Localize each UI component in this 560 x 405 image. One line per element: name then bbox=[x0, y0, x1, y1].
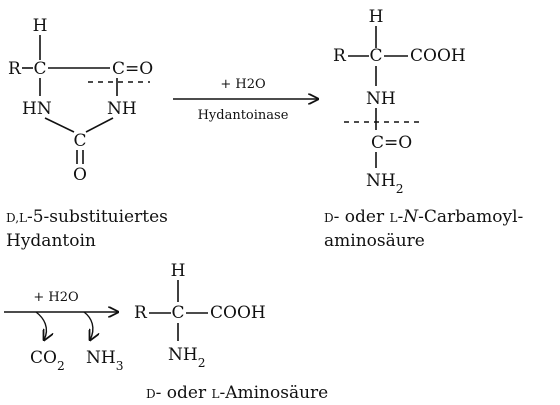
hydantoin-n-c-bond-left bbox=[44, 117, 75, 133]
carbamoyl-caption-l: L bbox=[389, 211, 397, 225]
co2-product: CO2 bbox=[30, 348, 65, 373]
carbamoyl-caption-n: N bbox=[402, 207, 419, 227]
nh3-product: NH3 bbox=[86, 348, 124, 373]
hydantoin-hn-left: HN bbox=[22, 99, 52, 119]
hydrolysis-step: + H2O CO2 NH3 bbox=[4, 290, 124, 373]
step2-reagent: + H2O bbox=[33, 290, 78, 305]
carbamoyl-h-atom: H bbox=[369, 7, 384, 27]
aminoacid-caption-rest: -Aminosäure bbox=[219, 383, 328, 403]
carbamoyl-r-group: R bbox=[333, 46, 347, 66]
hydantoin-nh-right: NH bbox=[107, 99, 137, 119]
aminoacid-r-group: R bbox=[134, 303, 148, 323]
aminoacid-cooh: COOH bbox=[210, 303, 266, 323]
hydantoin-caption-line2: Hydantoin bbox=[6, 231, 96, 251]
carbamoyl-caption-mid: - oder bbox=[334, 207, 390, 227]
carbamoyl-caption-dash: - bbox=[397, 207, 403, 227]
carbamoyl-caption-rest: -Carbamoyl- bbox=[418, 207, 523, 227]
aminoacid-nh2: NH2 bbox=[168, 345, 206, 370]
step1-enzyme: Hydantoinase bbox=[198, 108, 289, 123]
hydantoin-caption-line1: D,L-5-substituiertes bbox=[6, 207, 168, 227]
hydantoin-caption-text: -5-substituiertes bbox=[27, 207, 168, 227]
carbamoyl-nh2: NH2 bbox=[366, 171, 404, 196]
hydantoin-alpha-carbon: C bbox=[33, 59, 46, 79]
aminoacid-h-atom: H bbox=[171, 261, 186, 281]
hydantoin-n-c-bond-right bbox=[85, 117, 114, 133]
aminoacid-caption-mid: - oder bbox=[156, 383, 212, 403]
co2-release-arrow bbox=[35, 311, 46, 340]
aminoacid-alpha-carbon: C bbox=[171, 303, 184, 323]
carbamoyl-alpha-carbon: C bbox=[369, 46, 382, 66]
co2-label: CO2 bbox=[30, 348, 65, 373]
hydantoin-h-atom: H bbox=[33, 16, 48, 36]
carbamoyl-nh2-label: NH2 bbox=[366, 171, 404, 196]
step1-reagent-label: + H2O bbox=[220, 77, 265, 92]
hydantoinase-step: + H2O Hydantoinase bbox=[173, 77, 318, 123]
nh3-release-arrow bbox=[83, 311, 93, 340]
carbamoyl-nh: NH bbox=[366, 89, 396, 109]
step1-reagent: + H2O bbox=[220, 77, 265, 92]
aminoacid-nh2-label: NH2 bbox=[168, 345, 206, 370]
hydantoin-urea-carbon: C bbox=[73, 131, 86, 151]
carbamoyl-caption-line1: D- oder L-N-Carbamoyl- bbox=[324, 207, 523, 227]
aminoacid-caption-d: D bbox=[146, 387, 156, 401]
carbamoyl-caption-d: D bbox=[324, 211, 334, 225]
carbamoyl-caption-line2: aminosäure bbox=[324, 231, 425, 251]
hydantoin-urea-oxygen: O bbox=[73, 165, 87, 185]
hydantoin-caption-prefix: D,L bbox=[6, 211, 27, 225]
hydantoin-structure: H R C C=O NH HN C O bbox=[8, 16, 153, 185]
hydantoin-r-group: R bbox=[8, 59, 22, 79]
carbamoyl-cooh: COOH bbox=[410, 46, 466, 66]
nh3-label: NH3 bbox=[86, 348, 124, 373]
hydantoin-carbonyl: C=O bbox=[112, 59, 153, 79]
aminoacid-caption-l: L bbox=[211, 387, 219, 401]
aminoacid-caption: D- oder L-Aminosäure bbox=[146, 383, 328, 403]
aminoacid-structure: H R C COOH NH2 bbox=[134, 261, 266, 370]
carbamoyl-structure: H R C COOH NH C=O NH2 bbox=[333, 7, 466, 196]
carbamoyl-c-o: C=O bbox=[371, 133, 412, 153]
